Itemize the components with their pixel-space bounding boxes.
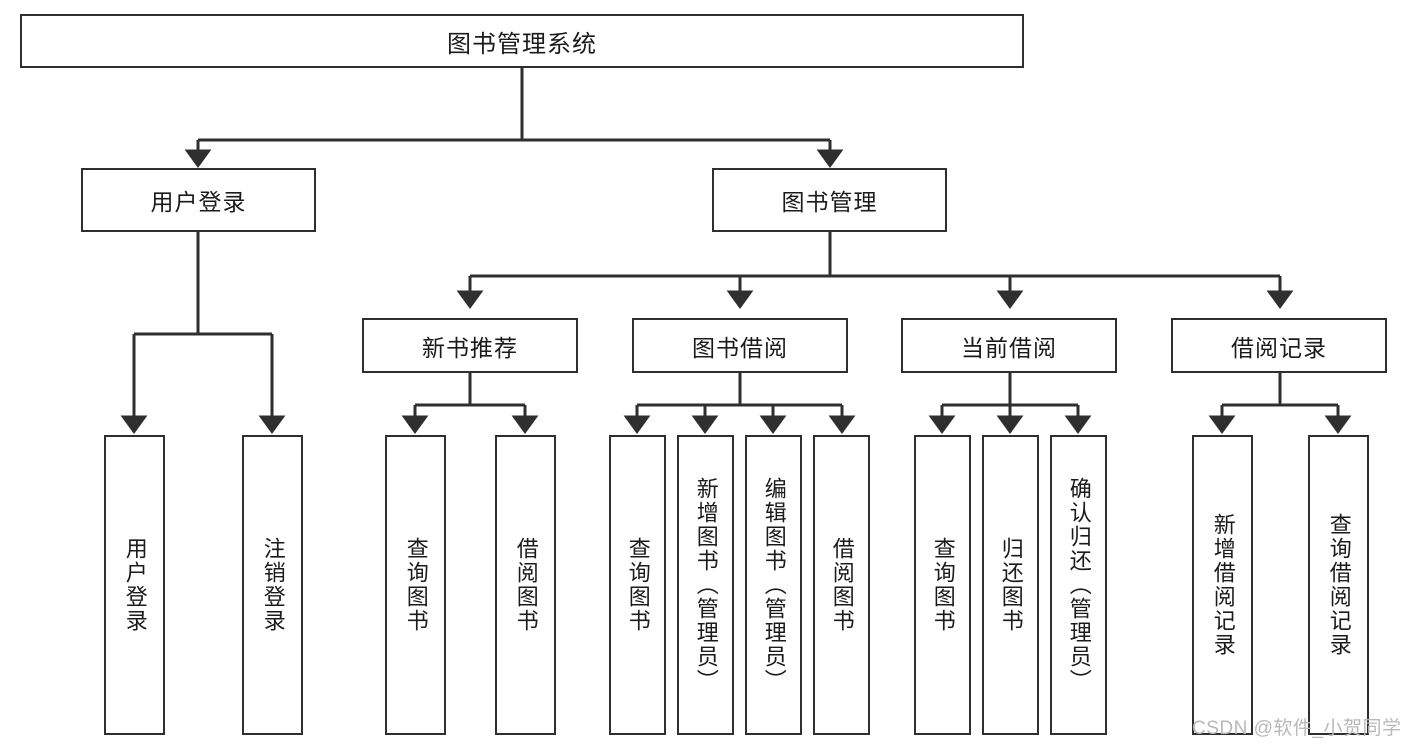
leaf-logout[interactable]: 注销登录: [242, 435, 303, 735]
leaf-nb-borrow-book[interactable]: 借阅图书: [495, 435, 556, 735]
leaf-br-query-record-label: 查询借阅记录: [1326, 513, 1352, 657]
node-current-borrow-label: 当前借阅: [961, 334, 1057, 361]
leaf-bb-add-book-admin-label: 新增图书（管理员）: [693, 477, 719, 693]
leaf-cb-query-book-label: 查询图书: [930, 537, 956, 633]
node-root-system[interactable]: 图书管理系统: [20, 14, 1024, 68]
node-borrow-records[interactable]: 借阅记录: [1171, 318, 1387, 373]
leaf-user-login[interactable]: 用户登录: [104, 435, 165, 735]
leaf-bb-query-book[interactable]: 查询图书: [609, 435, 666, 735]
node-book-borrow[interactable]: 图书借阅: [632, 318, 848, 373]
leaf-cb-query-book[interactable]: 查询图书: [914, 435, 971, 735]
node-user-login[interactable]: 用户登录: [81, 168, 316, 232]
node-new-book-recommend[interactable]: 新书推荐: [362, 318, 578, 373]
leaf-nb-borrow-book-label: 借阅图书: [513, 537, 539, 633]
node-book-borrow-label: 图书借阅: [692, 334, 788, 361]
node-borrow-records-label: 借阅记录: [1231, 334, 1327, 361]
leaf-cb-confirm-return-admin[interactable]: 确认归还（管理员）: [1050, 435, 1107, 735]
node-user-login-label: 用户登录: [150, 189, 247, 215]
leaf-cb-confirm-return-admin-label: 确认归还（管理员）: [1066, 477, 1092, 693]
csdn-watermark: CSDN @软件_小贺同学: [1192, 718, 1402, 739]
node-current-borrow[interactable]: 当前借阅: [901, 318, 1117, 373]
leaf-br-add-record-label: 新增借阅记录: [1210, 513, 1236, 657]
leaf-bb-borrow-book-label: 借阅图书: [829, 537, 855, 633]
leaf-nb-query-book-label: 查询图书: [403, 537, 429, 633]
leaf-cb-return-book-label: 归还图书: [998, 537, 1024, 633]
node-new-book-recommend-label: 新书推荐: [422, 334, 518, 361]
leaf-bb-add-book-admin[interactable]: 新增图书（管理员）: [677, 435, 734, 735]
leaf-bb-edit-book-admin-label: 编辑图书（管理员）: [761, 477, 787, 693]
leaf-bb-edit-book-admin[interactable]: 编辑图书（管理员）: [745, 435, 802, 735]
node-root-system-label: 图书管理系统: [447, 30, 597, 58]
leaf-cb-return-book[interactable]: 归还图书: [982, 435, 1039, 735]
node-book-management-label: 图书管理: [781, 189, 878, 215]
leaf-br-add-record[interactable]: 新增借阅记录: [1192, 435, 1253, 735]
leaf-logout-label: 注销登录: [260, 537, 286, 633]
leaf-bb-borrow-book[interactable]: 借阅图书: [813, 435, 870, 735]
node-book-management[interactable]: 图书管理: [712, 168, 947, 232]
leaf-bb-query-book-label: 查询图书: [625, 537, 651, 633]
leaf-br-query-record[interactable]: 查询借阅记录: [1308, 435, 1369, 735]
leaf-nb-query-book[interactable]: 查询图书: [385, 435, 446, 735]
leaf-user-login-label: 用户登录: [122, 537, 148, 633]
